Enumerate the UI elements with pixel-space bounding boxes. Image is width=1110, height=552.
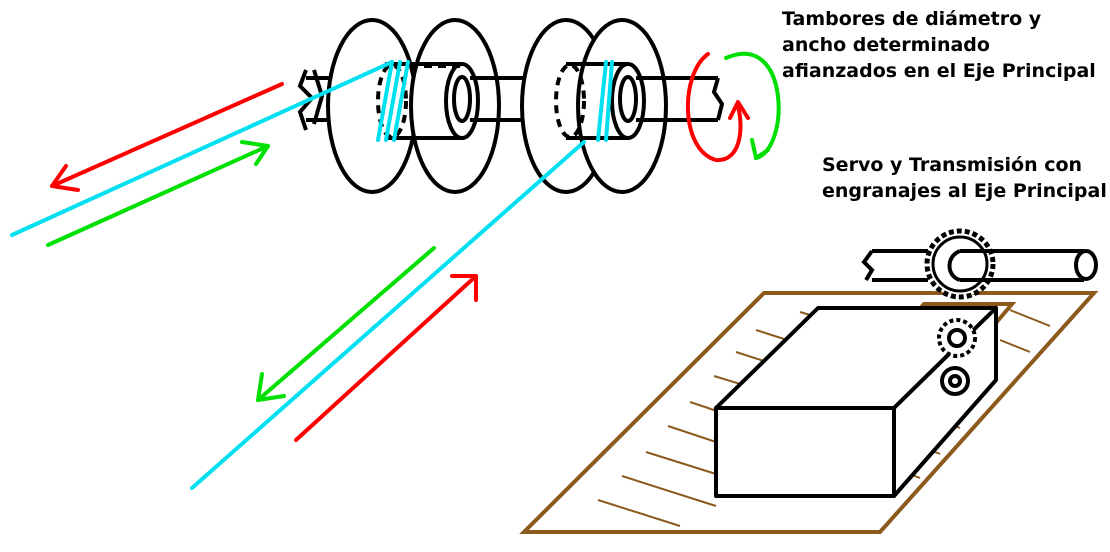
servo-box-front [714,406,896,498]
direction-arrows [46,82,478,442]
drum-1-hub-outer [444,62,480,140]
drum-2-hub-outer [610,62,646,140]
drum-1-hub-inner [452,75,472,123]
servo-caption-line-2: engranajes al Eje Principal [822,180,1107,202]
small-gear-lower-hub [948,374,962,388]
cable-left [10,60,394,237]
arrow-green-right-head [240,140,270,166]
arrow-red-left-head [50,164,80,192]
main-gear-body [931,235,989,293]
drum-1-hidden-edge [376,63,408,139]
main-shaft-assembly [297,18,725,194]
cable-down [190,140,586,490]
arrow-green-down [256,246,436,402]
cable-wrap-2 [596,60,614,142]
main-gear [924,228,996,300]
servo-caption-line-1: Servo y Transmisión con [822,154,1083,176]
cables [10,60,614,490]
drum-1a-rim [326,18,418,194]
servo-box [714,306,998,498]
small-gear-mid-hub [947,328,967,348]
rotation-red-arc [685,52,743,163]
rotation-red-head [728,100,750,120]
drum-2-hub-inner [618,75,638,123]
servo-caption: Servo y Transmisión con engranajes al Ej… [822,152,1107,204]
arrow-green-down-head [256,372,286,402]
arrow-green-right [46,144,270,247]
arrow-red-up [294,274,478,442]
drum-2-hidden-edge [554,63,586,139]
servo-base-assembly [519,228,1099,534]
gear-icon [937,318,977,396]
drums-caption-line-3: afianzados en el Eje Principal [782,60,1096,82]
shaft-right-end [711,77,725,121]
rotation-arrows-icon [685,52,781,163]
arrow-red-left [50,82,284,188]
drums-caption-line-2: ancho determinado [782,34,990,56]
output-shaft [861,249,1098,282]
arrow-red-up-head [450,274,478,302]
rotation-green-head [750,138,770,160]
drums-caption-line-1: Tambores de diámetro y [782,8,1042,30]
cable-wrap-1 [376,60,410,142]
drums-caption: Tambores de diámetro y ancho determinado… [782,6,1096,84]
